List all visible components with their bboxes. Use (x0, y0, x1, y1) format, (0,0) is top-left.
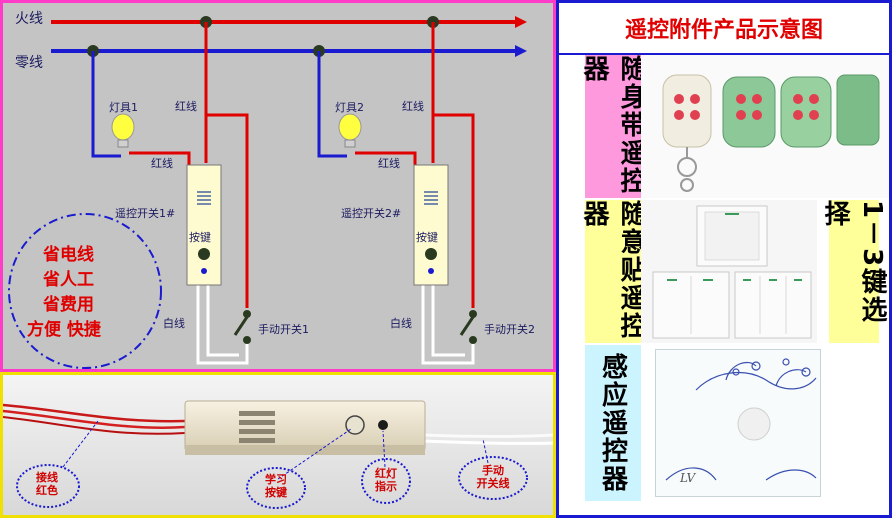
white-wire-label-2: 白线 (390, 317, 412, 330)
remote-switch-2-icon (413, 164, 449, 286)
red-wire-label-1a: 红线 (175, 100, 197, 113)
lamp-1-label: 灯具1 (109, 101, 138, 114)
caption-manual-switch-wire: 手动开关线 (476, 464, 510, 490)
neutral-wire-label: 零线 (15, 55, 43, 71)
keychain-remote-green-2-icon (780, 76, 832, 148)
lamp-1-icon (111, 113, 135, 148)
caption-red-led: 红灯指示 (375, 467, 397, 493)
benefit-4: 方便 快捷 (27, 320, 101, 340)
wiring-diagram: 火线 零线 灯具1 灯具2 红线 红线 红线 红线 遥控开关1# 遥控开关2# … (0, 0, 556, 372)
sensor-brand-mark: LV (679, 471, 697, 485)
module-photo (3, 375, 553, 515)
red-wire-label-2a: 红线 (402, 100, 424, 113)
stick-on-switches-image (641, 200, 817, 343)
sensor-panel-image: LV (655, 349, 821, 497)
key-label-1: 按键 (189, 231, 211, 244)
manual-switch-2-label: 手动开关2 (484, 323, 535, 336)
key-label-2: 按键 (416, 231, 438, 244)
row-label-stick-remote: 随意贴遥控器 (579, 200, 646, 343)
benefit-2: 省人工 (43, 270, 94, 290)
caption-learn-button: 学习按键 (265, 473, 287, 499)
row-label-keychain-remote: 随身带遥控器 (579, 55, 646, 198)
keychain-remote-green-3-icon (836, 74, 880, 146)
switch-2-label: 遥控开关2# (341, 207, 402, 220)
wall-switch-1-key-icon (696, 205, 768, 267)
keychain-remotes-image (641, 55, 889, 198)
pir-sensor-icon (737, 407, 771, 441)
white-wire-label-1: 白线 (163, 317, 185, 330)
key-count-label: 1－3键选择 (820, 200, 887, 343)
keychain-remote-white-icon (662, 74, 712, 192)
row-label-sensor-remote: 感应遥控器 (585, 345, 641, 501)
caption-wire-red: 接线红色 (36, 471, 58, 497)
live-wire-label: 火线 (15, 11, 43, 27)
remote-switch-1-icon (186, 164, 222, 286)
switch-1-label: 遥控开关1# (115, 207, 176, 220)
panel-title: 遥控附件产品示意图 (559, 3, 889, 55)
wall-switch-2-key-icon (652, 271, 730, 339)
lamp-2-icon (338, 113, 362, 148)
floral-pattern-icon (665, 358, 817, 481)
wiring-lines (8, 16, 527, 369)
keychain-remote-green-1-icon (722, 76, 776, 148)
benefit-1: 省电线 (43, 245, 94, 265)
manual-switch-1-label: 手动开关1 (258, 323, 309, 336)
accessory-panel: 遥控附件产品示意图 随身带遥控器 (556, 0, 892, 518)
red-wire-label-2b: 红线 (378, 157, 400, 170)
wall-switch-3-key-icon (734, 271, 812, 339)
red-wire-label-1b: 红线 (151, 157, 173, 170)
lamp-2-label: 灯具2 (335, 101, 364, 114)
product-photo: 接线红色 学习按键 红灯指示 手动开关线 (0, 372, 556, 518)
benefit-3: 省费用 (43, 295, 94, 315)
